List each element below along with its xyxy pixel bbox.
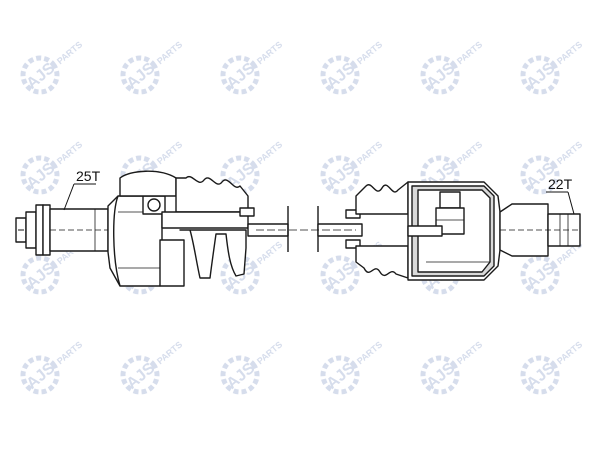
right-spline-stub [499,203,581,257]
leader-22t [567,191,575,215]
watermark-suffix: PARTS [455,39,484,66]
watermark-suffix: PARTS [55,39,84,66]
gear-icon [320,55,360,95]
gear-icon [320,155,360,195]
gear-icon [120,55,160,95]
watermark-suffix: PARTS [555,39,584,66]
hub-nut [15,204,51,256]
spline-count-left-label: 25T [76,168,101,184]
gear-icon [220,355,260,395]
gear-icon [520,355,560,395]
watermark-suffix: PARTS [355,39,384,66]
gear-icon [20,155,60,195]
watermark-suffix: PARTS [155,339,184,366]
gear-icon [320,255,360,295]
annotations [63,183,575,215]
watermark-suffix: PARTS [155,139,184,166]
watermark-suffix: PARTS [55,339,84,366]
gear-icon [220,55,260,95]
inner-tripod-joint [407,181,501,281]
gear-icon [420,355,460,395]
gear-icon [520,55,560,95]
gear-icon [120,355,160,395]
gear-icon [20,55,60,95]
watermark-suffix: PARTS [455,139,484,166]
gear-icon [520,255,560,295]
watermark-suffix: PARTS [455,339,484,366]
gear-icon [220,155,260,195]
left-spline-stub [49,208,109,252]
gear-icon [320,355,360,395]
drive-shaft [15,170,581,287]
watermark-suffix: PARTS [255,139,284,166]
gear-icon [420,55,460,95]
watermark-suffix: PARTS [155,39,184,66]
inner-boot [345,181,409,279]
gear-icon [220,255,260,295]
watermark-suffix: PARTS [355,139,384,166]
watermark-suffix: PARTS [55,139,84,166]
gear-icon [520,155,560,195]
outer-cv-joint [107,170,177,287]
gear-icon [20,255,60,295]
main-shaft [247,206,363,252]
leader-25t [63,183,75,211]
watermark-suffix: PARTS [255,339,284,366]
spline-count-right-label: 22T [548,176,573,192]
gear-icon [20,355,60,395]
watermark-suffix: PARTS [355,339,384,366]
watermark-suffix: PARTS [555,139,584,166]
watermark-suffix: PARTS [555,339,584,366]
outer-boot [159,175,255,287]
watermark-suffix: PARTS [255,239,284,266]
watermark-suffix: PARTS [255,39,284,66]
